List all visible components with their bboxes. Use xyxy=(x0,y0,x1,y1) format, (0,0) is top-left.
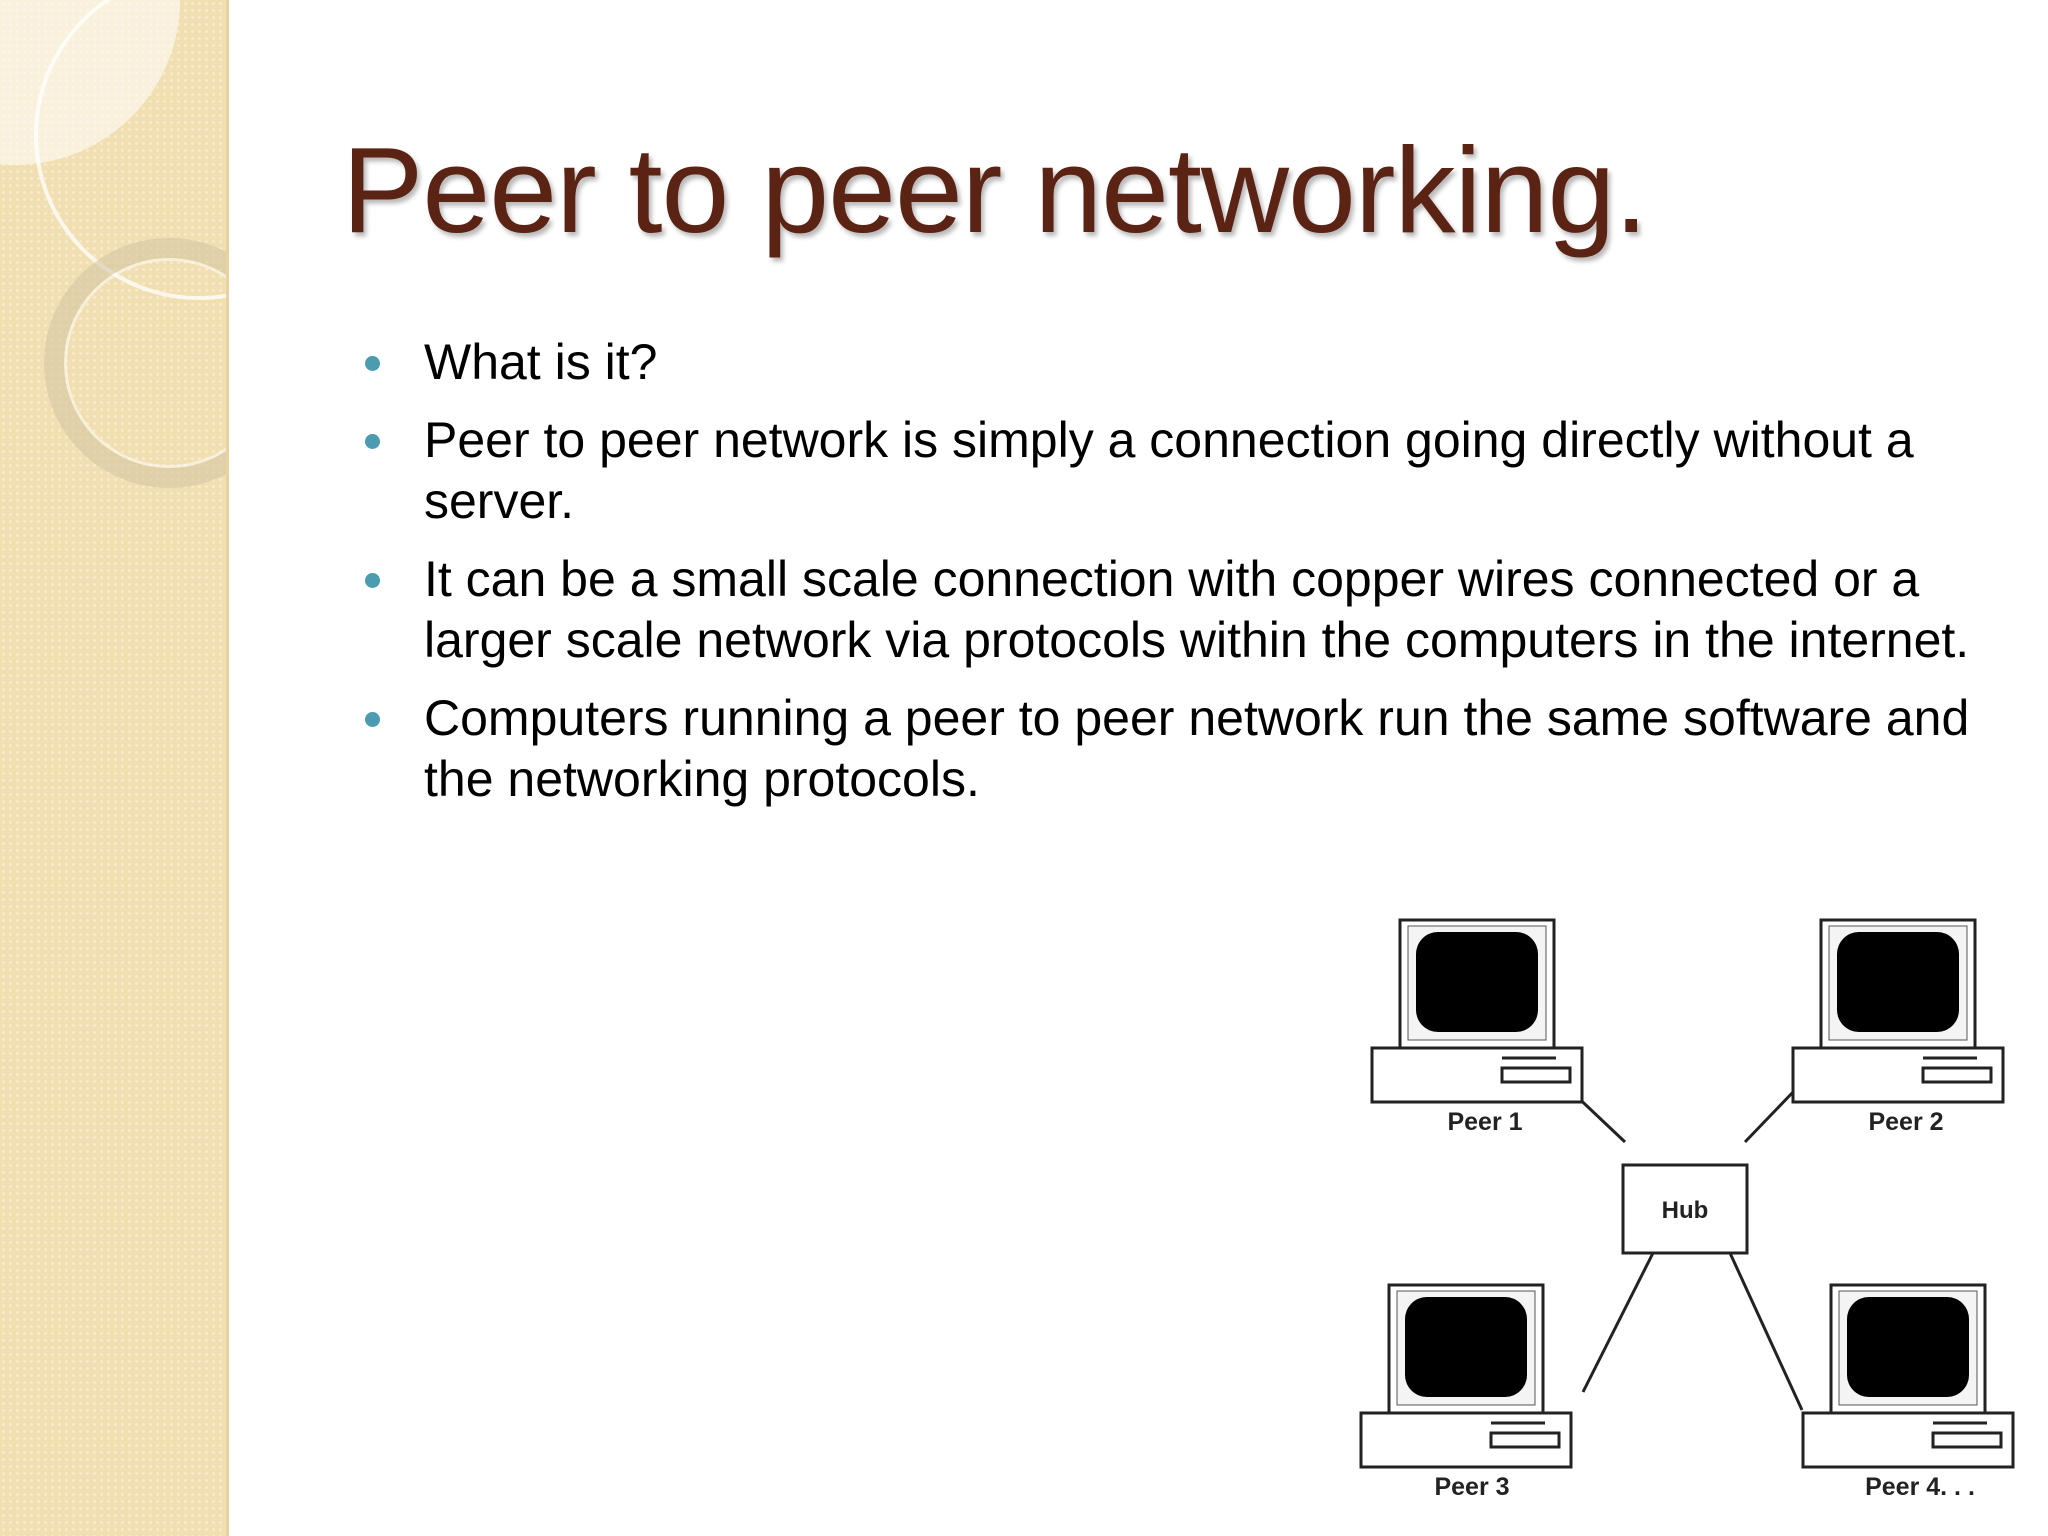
bullet-text: Peer to peer network is simply a connect… xyxy=(424,412,1914,529)
bullet-text: Computers running a peer to peer network… xyxy=(424,690,1970,807)
peer-3-computer-icon xyxy=(1359,1283,1573,1469)
bullet-item: What is it? xyxy=(350,332,1980,393)
decorative-ring xyxy=(44,238,228,488)
bullet-dot-icon xyxy=(365,573,380,588)
bullet-item: Computers running a peer to peer network… xyxy=(350,688,1980,810)
bullet-text: What is it? xyxy=(424,334,658,390)
bullet-dot-icon xyxy=(365,712,380,727)
bullet-item: Peer to peer network is simply a connect… xyxy=(350,410,1980,532)
peer-4-computer-icon xyxy=(1801,1283,2015,1469)
link-line xyxy=(1743,1088,1797,1144)
decorative-side-band xyxy=(0,0,228,1536)
peer-label: Peer 1 xyxy=(1447,1108,1522,1136)
bullet-dot-icon xyxy=(365,434,380,449)
hub-box xyxy=(1621,1163,1749,1255)
peer-2-computer-icon xyxy=(1791,918,2005,1104)
bullet-list: What is it? Peer to peer network is simp… xyxy=(350,332,1980,827)
bullet-dot-icon xyxy=(365,356,380,371)
peer-label: Peer 3 xyxy=(1434,1473,1509,1501)
link-line xyxy=(1581,1252,1655,1393)
slide-title: Peer to peer networking. xyxy=(342,122,1648,258)
bullet-text: It can be a small scale connection with … xyxy=(424,551,1970,668)
network-diagram: Hub Peer 1 Peer 2 Peer 3 Peer 4. . . xyxy=(1359,918,2015,1501)
bullet-item: It can be a small scale connection with … xyxy=(350,549,1980,671)
link-line xyxy=(1728,1252,1804,1411)
hub-label: Hub xyxy=(1662,1197,1709,1224)
peer-label: Peer 4. . . xyxy=(1865,1473,1975,1501)
peer-1-computer-icon xyxy=(1370,918,1584,1104)
peer-label: Peer 2 xyxy=(1868,1108,1943,1136)
side-band-edge xyxy=(226,0,229,1536)
